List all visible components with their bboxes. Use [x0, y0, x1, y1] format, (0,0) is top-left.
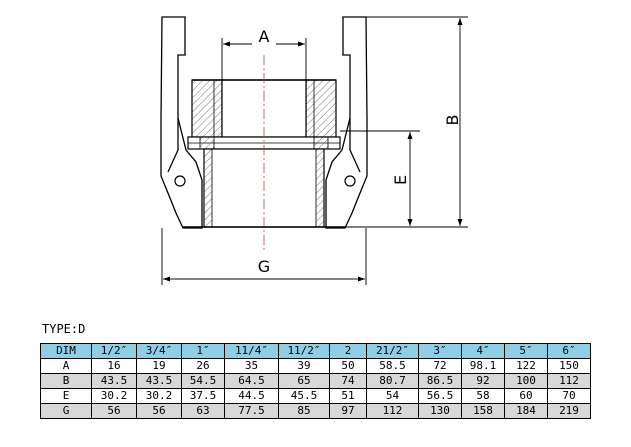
- table-cell: 64.5: [224, 373, 279, 389]
- table-header-cell: DIM: [40, 343, 92, 359]
- table-cell: 85: [278, 403, 330, 419]
- table-header-cell: 6″: [547, 343, 591, 359]
- table-header-cell: 11/2″: [278, 343, 330, 359]
- table-cell: 112: [366, 403, 419, 419]
- table-row: E 30.2 30.2 37.5 44.5 45.5 51 54 56.5 58…: [40, 388, 591, 404]
- table-row: G 56 56 63 77.5 85 97 112 130 158 184 21…: [40, 403, 591, 419]
- table-cell: 43.5: [136, 373, 182, 389]
- dimension-e-label: E: [391, 175, 410, 185]
- coupling-drawing: A B E G: [160, 16, 468, 285]
- left-pin: [174, 175, 186, 187]
- table-cell: 56: [136, 403, 182, 419]
- table-cell: 26: [181, 358, 225, 374]
- table-row-label: A: [40, 358, 92, 374]
- table-row: B 43.5 43.5 54.5 64.5 65 74 80.7 86.5 92…: [40, 373, 591, 389]
- table-row: A 16 19 26 35 39 50 58.5 72 98.1 122 150: [40, 358, 591, 374]
- table-cell: 50: [329, 358, 367, 374]
- table-header-cell: 1/2″: [91, 343, 137, 359]
- table-cell: 58.5: [366, 358, 419, 374]
- table-cell: 98.1: [461, 358, 505, 374]
- table-cell: 122: [504, 358, 548, 374]
- right-cam-lever: [325, 16, 368, 229]
- table-header-cell: 3″: [418, 343, 462, 359]
- table-cell: 158: [461, 403, 505, 419]
- table-cell: 77.5: [224, 403, 279, 419]
- table-cell: 92: [461, 373, 505, 389]
- table-cell: 63: [181, 403, 225, 419]
- table-header-cell: 2: [329, 343, 367, 359]
- dimension-e: [340, 130, 420, 226]
- table-cell: 19: [136, 358, 182, 374]
- type-label: TYPE:D: [42, 322, 86, 336]
- table-cell: 72: [418, 358, 462, 374]
- table-cell: 44.5: [224, 388, 279, 404]
- right-pin: [344, 175, 356, 187]
- table-cell: 45.5: [278, 388, 330, 404]
- table-header-cell: 3/4″: [136, 343, 182, 359]
- table-cell: 58: [461, 388, 505, 404]
- table-header-cell: 1″: [181, 343, 225, 359]
- table-cell: 54.5: [181, 373, 225, 389]
- table-cell: 56: [91, 403, 137, 419]
- table-row-label: G: [40, 403, 92, 419]
- table-cell: 184: [504, 403, 548, 419]
- table-cell: 112: [547, 373, 591, 389]
- table-cell: 56.5: [418, 388, 462, 404]
- left-cam-lever: [160, 16, 203, 229]
- table-cell: 51: [329, 388, 367, 404]
- table-header-cell: 5″: [504, 343, 548, 359]
- dimension-table: DIM 1/2″ 3/4″ 1″ 11/4″ 11/2″ 2 21/2″ 3″ …: [40, 343, 591, 419]
- table-header-cell: 11/4″: [224, 343, 279, 359]
- dimension-g-label: G: [258, 257, 270, 276]
- table-cell: 16: [91, 358, 137, 374]
- dimension-b: [346, 16, 468, 228]
- table-cell: 74: [329, 373, 367, 389]
- table-header-cell: 4″: [461, 343, 505, 359]
- table-row-label: E: [40, 388, 92, 404]
- table-cell: 65: [278, 373, 330, 389]
- table-cell: 60: [504, 388, 548, 404]
- table-header-cell: 21/2″: [366, 343, 419, 359]
- table-cell: 30.2: [91, 388, 137, 404]
- table-cell: 35: [224, 358, 279, 374]
- dimension-a-label: A: [259, 27, 270, 46]
- table-cell: 54: [366, 388, 419, 404]
- table-cell: 30.2: [136, 388, 182, 404]
- table-cell: 219: [547, 403, 591, 419]
- table-cell: 150: [547, 358, 591, 374]
- dimension-g: [161, 228, 367, 285]
- table-cell: 43.5: [91, 373, 137, 389]
- table-cell: 100: [504, 373, 548, 389]
- table-row-label: B: [40, 373, 92, 389]
- table-cell: 39: [278, 358, 330, 374]
- table-header-row: DIM 1/2″ 3/4″ 1″ 11/4″ 11/2″ 2 21/2″ 3″ …: [40, 343, 591, 359]
- dimension-a: [221, 38, 307, 80]
- table-cell: 97: [329, 403, 367, 419]
- dimension-b-label: B: [443, 115, 462, 126]
- table-cell: 37.5: [181, 388, 225, 404]
- table-cell: 80.7: [366, 373, 419, 389]
- table-cell: 86.5: [418, 373, 462, 389]
- table-cell: 70: [547, 388, 591, 404]
- table-cell: 130: [418, 403, 462, 419]
